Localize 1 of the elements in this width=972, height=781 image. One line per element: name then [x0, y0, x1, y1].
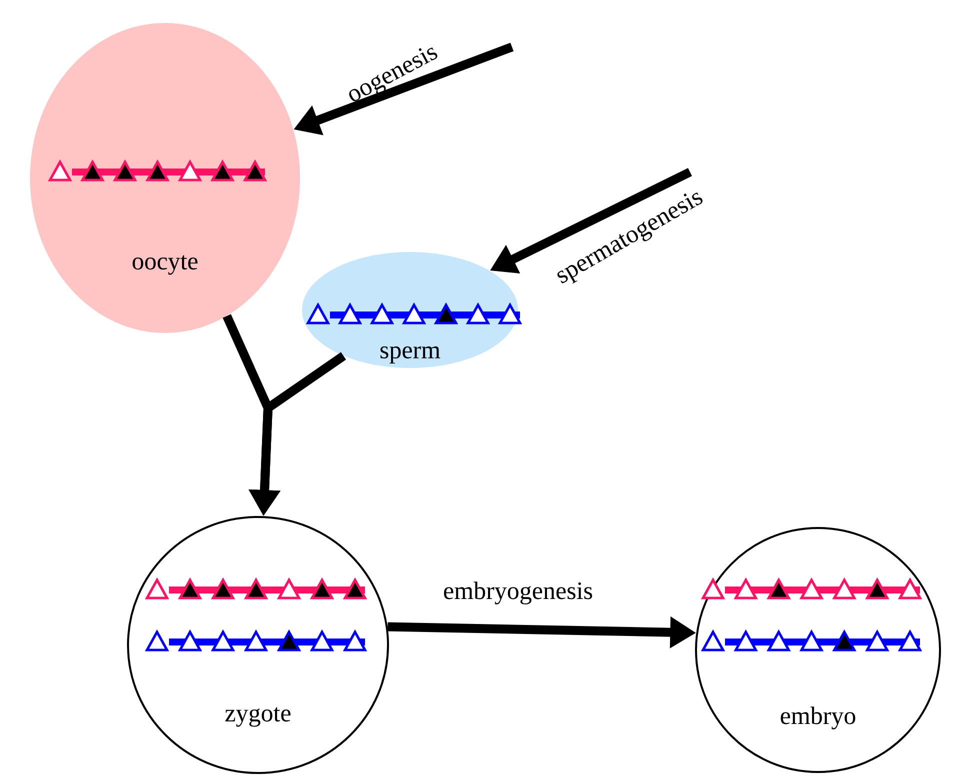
edge-label: embryogenesis: [444, 582, 592, 604]
